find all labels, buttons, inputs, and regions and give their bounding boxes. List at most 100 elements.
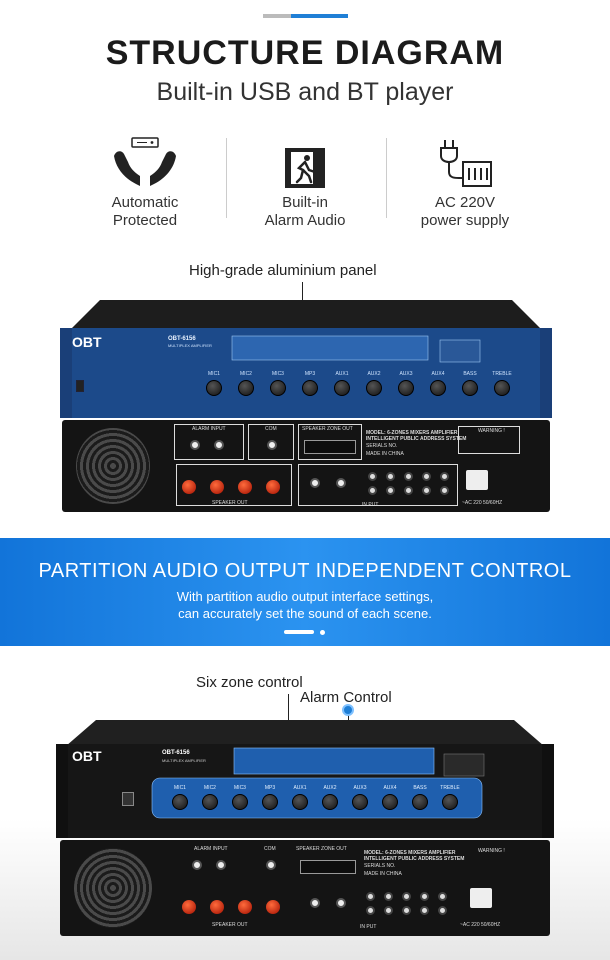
rca-lower-10[interactable]: [438, 906, 447, 915]
speaker-terminal-4-16[interactable]: [210, 480, 224, 494]
speaker-terminal-com[interactable]: [182, 480, 196, 494]
alarm-jack-lower-1[interactable]: [192, 860, 202, 870]
alarm-input-label-lower: ALARM INPUT: [194, 846, 228, 852]
volume-knob-mic2[interactable]: [202, 794, 218, 810]
knob-label-aux1: AUX1: [335, 371, 349, 377]
rca-lower-2[interactable]: [366, 906, 375, 915]
input-label-lower: IN PUT: [360, 924, 377, 930]
rca-aux1-l[interactable]: [368, 472, 377, 481]
feature-label-2b: Alarm Audio: [264, 212, 346, 229]
page-title: STRUCTURE DIAGRAM: [105, 34, 505, 72]
mic2-jack[interactable]: [310, 478, 320, 488]
rca-aux3-l[interactable]: [404, 472, 413, 481]
rca-aux2-r[interactable]: [386, 486, 395, 495]
zone-out-label: SPEAKER ZONE OUT: [302, 426, 353, 432]
power-plug-icon: [390, 128, 540, 190]
rear-made-in: MADE IN CHINA: [366, 451, 404, 457]
feature-ac-power: AC 220V power supply: [390, 128, 540, 230]
speaker-terminal-lower-2[interactable]: [210, 900, 224, 914]
zone-terminal-block[interactable]: [304, 440, 356, 454]
volume-knob-mic3[interactable]: [270, 380, 286, 396]
volume-knob-aux3[interactable]: [352, 794, 368, 810]
iec-power-socket[interactable]: [466, 470, 488, 490]
callout-aluminium-panel: High-grade aluminium panel: [189, 262, 377, 279]
mic3-jack-lower[interactable]: [336, 898, 346, 908]
rca-lower-1[interactable]: [366, 892, 375, 901]
rear-made-in-lower: MADE IN CHINA: [364, 871, 402, 877]
rear-serial: SERIALS NO.: [366, 443, 398, 449]
top-accent-bar: [263, 14, 348, 18]
fan-grille-lower: [74, 848, 152, 928]
speaker-terminal-lower-3[interactable]: [238, 900, 252, 914]
knob-label-mic3: MIC3: [234, 785, 246, 791]
volume-knob-mp3[interactable]: [262, 794, 278, 810]
volume-knob-aux4[interactable]: [382, 794, 398, 810]
volume-knob-treble[interactable]: [442, 794, 458, 810]
volume-knob-mic3[interactable]: [232, 794, 248, 810]
volume-knob-aux1[interactable]: [292, 794, 308, 810]
volume-knob-mic2[interactable]: [238, 380, 254, 396]
rca-aux1-r[interactable]: [368, 486, 377, 495]
rca-aux2-l[interactable]: [386, 472, 395, 481]
rca-aux4-l[interactable]: [422, 472, 431, 481]
mic3-jack[interactable]: [336, 478, 346, 488]
feature-label-3b: power supply: [420, 212, 510, 229]
rca-lower-9[interactable]: [438, 892, 447, 901]
knob-label-aux4: AUX4: [431, 371, 445, 377]
rca-aux3-r[interactable]: [404, 486, 413, 495]
power-switch-lower[interactable]: [122, 792, 134, 806]
speaker-terminal-70v[interactable]: [238, 480, 252, 494]
power-rating-label-lower: ~AC 220 50/60HZ: [460, 922, 501, 928]
rca-line-out-r[interactable]: [440, 486, 449, 495]
rca-lower-8[interactable]: [420, 906, 429, 915]
banner-heading: PARTITION AUDIO OUTPUT INDEPENDENT CONTR…: [38, 560, 572, 582]
volume-knob-aux3[interactable]: [398, 380, 414, 396]
exit-door-icon: [230, 128, 380, 190]
page-subtitle: Built-in USB and BT player: [156, 78, 454, 106]
com-jack[interactable]: [267, 440, 277, 450]
carousel-indicator-dot[interactable]: [320, 630, 325, 635]
alarm-jack-lower-2[interactable]: [216, 860, 226, 870]
com-jack-lower[interactable]: [266, 860, 276, 870]
carousel-indicator-active[interactable]: [284, 630, 314, 634]
rca-line-out-l[interactable]: [440, 472, 449, 481]
knob-label-mic1: MIC1: [174, 785, 186, 791]
model-sub-label: MULTIPLEX AMPLIFIER: [168, 343, 212, 348]
mic2-jack-lower[interactable]: [310, 898, 320, 908]
knob-label-mic3: MIC3: [272, 371, 284, 377]
feature-alarm-audio: Built-in Alarm Audio: [230, 128, 380, 230]
power-switch[interactable]: [76, 380, 84, 392]
volume-knob-bass[interactable]: [462, 380, 478, 396]
volume-knob-aux1[interactable]: [334, 380, 350, 396]
feature-automatic-protected: Automatic Protected: [70, 128, 220, 230]
feature-row: Automatic Protected Built-in Alarm Audio: [70, 128, 540, 238]
model-label: OBT-6156: [168, 336, 196, 342]
power-rating-label: ~AC 220 50/60HZ: [462, 500, 503, 506]
knob-label-aux2: AUX2: [323, 785, 337, 791]
rca-lower-5[interactable]: [402, 892, 411, 901]
zone-terminal-block-lower[interactable]: [300, 860, 356, 874]
volume-knob-bass[interactable]: [412, 794, 428, 810]
volume-knob-aux2[interactable]: [366, 380, 382, 396]
volume-knob-aux2[interactable]: [322, 794, 338, 810]
rca-lower-6[interactable]: [402, 906, 411, 915]
alarm-jack-2[interactable]: [214, 440, 224, 450]
rca-aux4-r[interactable]: [422, 486, 431, 495]
callout-dot-alarm: [342, 704, 354, 716]
speaker-terminal-lower-1[interactable]: [182, 900, 196, 914]
volume-knob-treble[interactable]: [494, 380, 510, 396]
volume-knob-aux4[interactable]: [430, 380, 446, 396]
rca-lower-7[interactable]: [420, 892, 429, 901]
alarm-jack-1[interactable]: [190, 440, 200, 450]
volume-knob-mic1[interactable]: [206, 380, 222, 396]
volume-knob-mic1[interactable]: [172, 794, 188, 810]
rca-lower-4[interactable]: [384, 906, 393, 915]
speaker-terminal-lower-4[interactable]: [266, 900, 280, 914]
rca-lower-3[interactable]: [384, 892, 393, 901]
knob-label-bass: BASS: [463, 371, 477, 377]
volume-knob-mp3[interactable]: [302, 380, 318, 396]
iec-power-socket-lower[interactable]: [470, 888, 492, 908]
speaker-terminal-100v[interactable]: [266, 480, 280, 494]
